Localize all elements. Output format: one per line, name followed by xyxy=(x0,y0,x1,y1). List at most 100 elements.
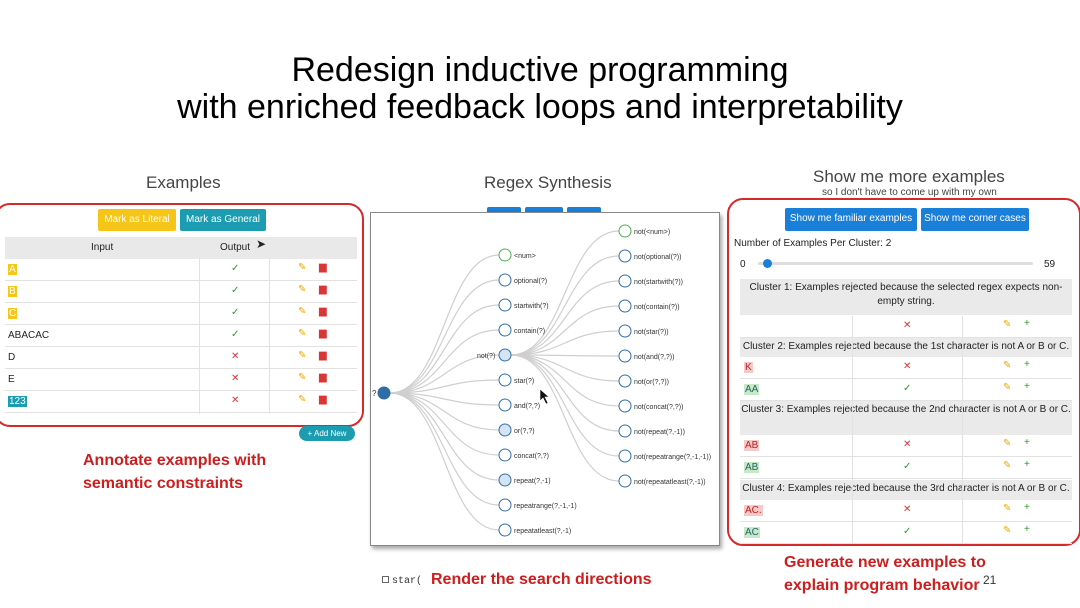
pencil-icon[interactable]: ✎ xyxy=(1003,360,1012,371)
trash-icon[interactable]: ▆ xyxy=(319,350,327,361)
table-row: D✕✎▆ xyxy=(5,347,357,369)
plus-icon[interactable]: + xyxy=(1024,381,1030,392)
tree-node-label: star(?) xyxy=(514,378,534,385)
tree-node[interactable] xyxy=(498,248,512,262)
cluster-example-input[interactable]: AA xyxy=(744,384,760,395)
tree-node-label: repeatatleast(?,-1) xyxy=(514,528,571,535)
bg-checkbox-row[interactable]: star( xyxy=(382,576,422,587)
pencil-icon[interactable]: ✎ xyxy=(1003,319,1012,330)
trash-icon[interactable]: ▆ xyxy=(319,284,327,295)
pencil-icon[interactable]: ✎ xyxy=(1003,460,1012,471)
cluster-row: AB✓✎+ xyxy=(740,457,1072,479)
tree-node[interactable] xyxy=(498,398,512,412)
example-input[interactable]: D xyxy=(8,352,16,363)
cluster-example-input[interactable]: AC. xyxy=(744,505,763,516)
tree-node[interactable] xyxy=(498,473,512,487)
example-input[interactable]: C xyxy=(8,308,18,319)
check-icon: ✓ xyxy=(231,285,240,296)
hidden-button[interactable] xyxy=(487,207,521,213)
slide-title-line2: with enriched feedback loops and interpr… xyxy=(177,88,903,126)
tree-node[interactable] xyxy=(618,324,632,338)
plus-icon[interactable]: + xyxy=(1024,502,1030,513)
hidden-button[interactable] xyxy=(567,207,601,213)
slider-thumb[interactable] xyxy=(763,259,773,268)
pencil-icon[interactable]: ✎ xyxy=(1003,503,1012,514)
tree-node[interactable] xyxy=(618,449,632,463)
hidden-button[interactable] xyxy=(525,207,563,213)
examples-caption-line2: semantic constraints xyxy=(83,475,244,492)
bg-checkbox-text: star( xyxy=(392,576,423,587)
slide-title-line1: Redesign inductive programming xyxy=(291,51,789,89)
trash-icon[interactable]: ▆ xyxy=(319,306,327,317)
mark-general-button[interactable]: Mark as General xyxy=(180,209,266,231)
cluster-example-input[interactable]: AC xyxy=(744,527,760,538)
tree-node[interactable] xyxy=(618,399,632,413)
plus-icon[interactable]: + xyxy=(1024,524,1030,535)
tree-node[interactable] xyxy=(498,423,512,437)
cluster-example-input[interactable]: AB xyxy=(744,462,760,473)
tree-node[interactable] xyxy=(618,474,632,488)
cross-icon: ✕ xyxy=(903,504,912,515)
table-row: 123 ✕ ✎ ▆ xyxy=(5,391,357,413)
check-icon: ✓ xyxy=(903,526,912,537)
example-input[interactable]: E xyxy=(8,374,15,385)
example-input[interactable]: B xyxy=(8,286,17,297)
pencil-icon[interactable]: ✎ xyxy=(1003,438,1012,449)
slider-track[interactable] xyxy=(758,259,1033,268)
corner-cases-button[interactable]: Show me corner cases xyxy=(921,208,1029,231)
tree-node[interactable] xyxy=(618,349,632,363)
plus-icon[interactable]: + xyxy=(1024,359,1030,370)
example-input[interactable]: A xyxy=(8,264,17,275)
pencil-icon[interactable]: ✎ xyxy=(298,394,307,405)
pencil-icon[interactable]: ✎ xyxy=(1003,525,1012,536)
example-input[interactable]: ABACAC xyxy=(8,330,50,341)
example-input[interactable]: 123 xyxy=(8,396,27,407)
add-new-button[interactable]: + Add New xyxy=(299,426,355,441)
tree-node[interactable] xyxy=(498,498,512,512)
examples-heading: Examples xyxy=(146,173,221,192)
plus-icon[interactable]: + xyxy=(1024,459,1030,470)
tree-node[interactable] xyxy=(498,323,512,337)
col-input-header: Input xyxy=(91,242,114,253)
pencil-icon[interactable]: ✎ xyxy=(298,306,307,317)
trash-icon[interactable]: ▆ xyxy=(319,328,327,339)
cluster-example-input[interactable]: AB xyxy=(744,440,760,451)
trash-icon[interactable]: ▆ xyxy=(319,394,327,405)
pencil-icon[interactable]: ✎ xyxy=(1003,382,1012,393)
table-row: ABACAC✓✎▆ xyxy=(5,325,357,347)
tree-node[interactable] xyxy=(498,273,512,287)
tree-node[interactable] xyxy=(618,424,632,438)
cluster-example-input[interactable]: K xyxy=(744,362,753,373)
tree-node[interactable] xyxy=(618,299,632,313)
tree-node[interactable] xyxy=(498,298,512,312)
tree-node[interactable] xyxy=(618,249,632,263)
tree-node[interactable] xyxy=(618,224,632,238)
tree-node-label: not(optional(?)) xyxy=(634,254,681,261)
plus-icon[interactable]: + xyxy=(1024,437,1030,448)
check-icon: ✓ xyxy=(903,383,912,394)
trash-icon[interactable]: ▆ xyxy=(319,262,327,273)
trash-icon[interactable]: ▆ xyxy=(319,372,327,383)
pencil-icon[interactable]: ✎ xyxy=(298,372,307,383)
tree-node[interactable] xyxy=(618,274,632,288)
plus-icon[interactable]: + xyxy=(1024,318,1030,329)
cluster-header: Cluster 4: Examples rejected because the… xyxy=(740,480,1072,500)
tree-node[interactable] xyxy=(498,523,512,537)
pencil-icon[interactable]: ✎ xyxy=(298,262,307,273)
tree-node-label: repeat(?,-1) xyxy=(514,478,551,485)
pencil-icon[interactable]: ✎ xyxy=(298,284,307,295)
checkbox[interactable] xyxy=(382,576,389,583)
tree-node[interactable] xyxy=(498,448,512,462)
cross-icon: ✕ xyxy=(231,395,240,406)
cluster-row: AC ✓ ✎ + xyxy=(740,522,1072,544)
tree-node[interactable] xyxy=(498,348,512,362)
mark-literal-button[interactable]: Mark as Literal xyxy=(98,209,176,231)
clusters-caption: Generate new examples to explain program… xyxy=(784,551,986,597)
familiar-examples-button[interactable]: Show me familiar examples xyxy=(785,208,917,231)
tree-node[interactable] xyxy=(498,373,512,387)
tree-node[interactable] xyxy=(618,374,632,388)
tree-root-node[interactable] xyxy=(377,386,391,400)
pencil-icon[interactable]: ✎ xyxy=(298,350,307,361)
pencil-icon[interactable]: ✎ xyxy=(298,328,307,339)
synthesis-heading: Regex Synthesis xyxy=(484,173,612,192)
